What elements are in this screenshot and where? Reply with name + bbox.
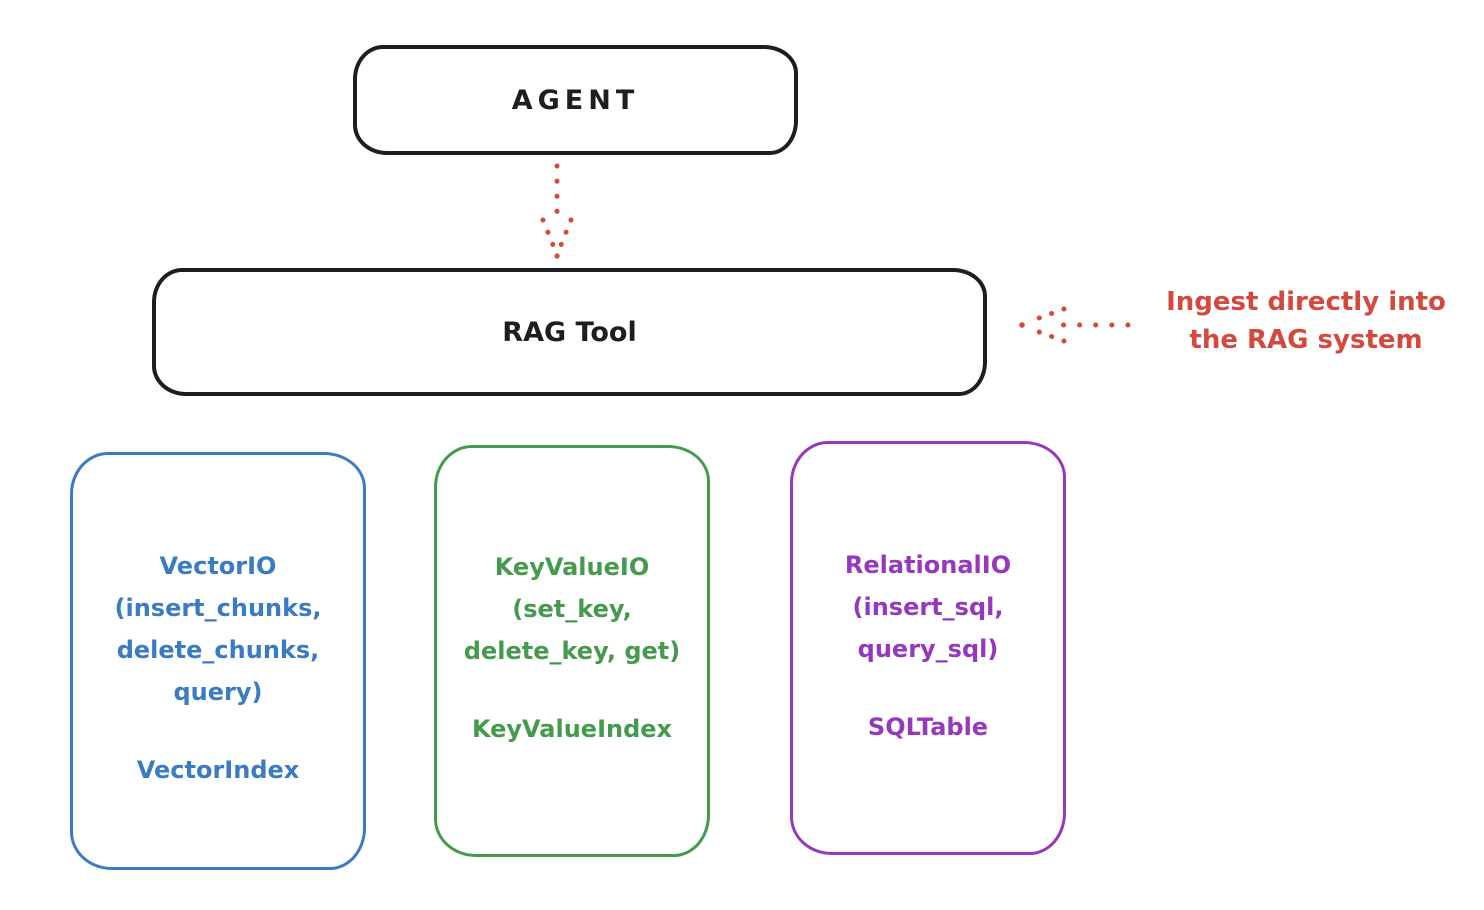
card-text-line: query_sql) <box>857 635 999 663</box>
relational-io-signature: RelationalIO (insert_sql, query_sql) <box>845 544 1011 670</box>
rag-tool-box: RAG Tool <box>152 268 987 396</box>
card-text-line: (insert_chunks, <box>114 594 322 622</box>
rag-tool-label: RAG Tool <box>502 316 637 348</box>
card-text-line: (set_key, <box>512 595 632 623</box>
annotation-line-2: the RAG system <box>1189 325 1423 355</box>
agent-box: AGENT <box>353 45 798 155</box>
card-text-line: delete_chunks, <box>116 636 320 664</box>
sql-table-label: SQLTable <box>867 713 989 741</box>
keyvalue-index-label: KeyValueIndex <box>471 715 673 743</box>
vector-io-signature: VectorIO (insert_chunks, delete_chunks, … <box>115 545 322 713</box>
card-text-line: query) <box>173 678 263 706</box>
agent-label: AGENT <box>511 84 640 116</box>
card-relational-io: RelationalIO (insert_sql, query_sql) SQL… <box>790 441 1066 855</box>
vector-index-label: VectorIndex <box>136 756 300 784</box>
card-text-line: RelationalIO <box>844 551 1012 579</box>
card-text-line: KeyValueIO <box>494 553 650 581</box>
card-text-line: delete_key, get) <box>463 637 681 665</box>
annotation-text: Ingest directly into the RAG system <box>1138 283 1474 359</box>
card-text-line: (insert_sql, <box>852 593 1004 621</box>
keyvalue-io-signature: KeyValueIO (set_key, delete_key, get) <box>464 546 680 672</box>
dotted-arrow-down-icon <box>540 163 574 259</box>
card-vector-io: VectorIO (insert_chunks, delete_chunks, … <box>70 452 366 870</box>
card-text-line: VectorIO <box>159 552 277 580</box>
annotation-line-1: Ingest directly into <box>1166 287 1446 317</box>
dotted-arrow-left-icon <box>1019 306 1131 344</box>
card-keyvalue-io: KeyValueIO (set_key, delete_key, get) Ke… <box>434 445 710 857</box>
